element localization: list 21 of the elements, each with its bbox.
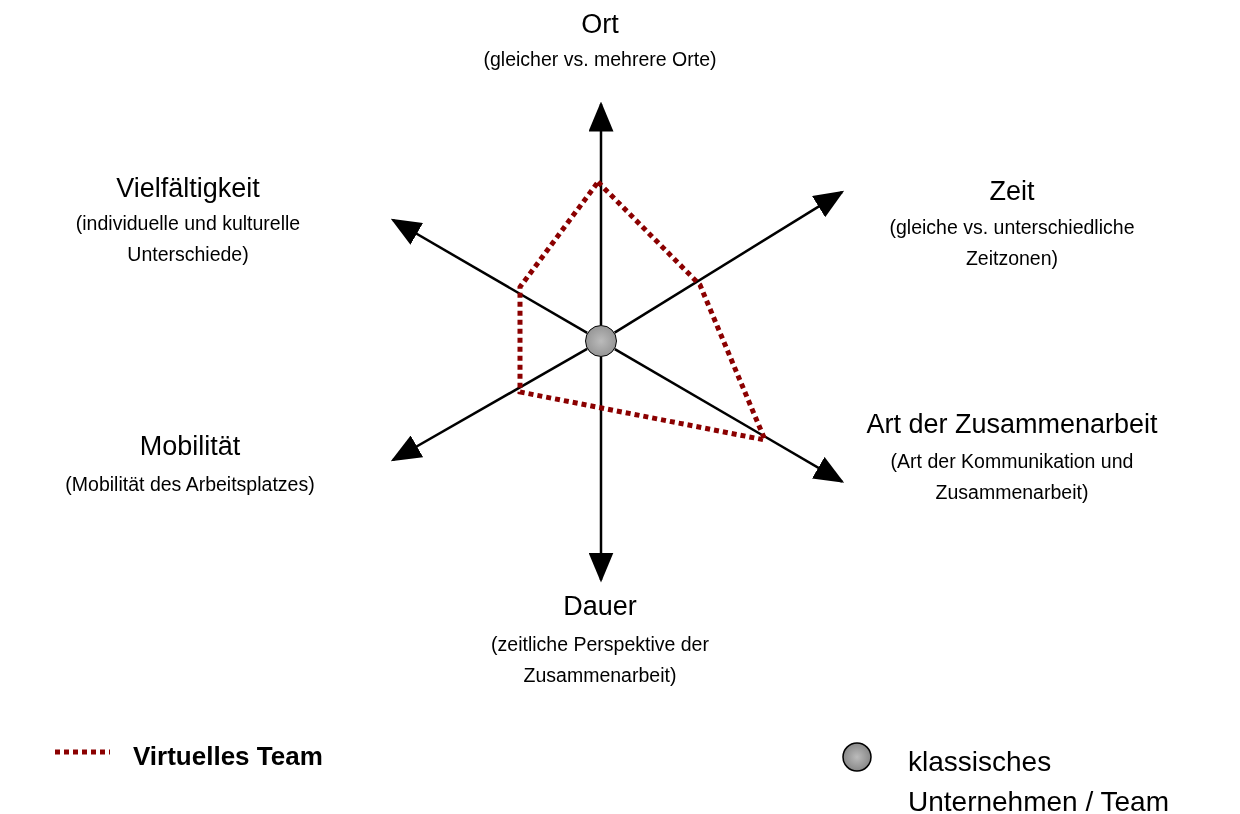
axis-title: Art der Zusammenarbeit [865, 408, 1159, 440]
axis-title: Ort [580, 8, 620, 40]
legend-label: klassisches Unternehmen / Team [908, 745, 1170, 814]
axis-description: (gleiche vs. unterschiedliche Zeitzonen) [888, 215, 1136, 271]
axis-description: (zeitliche Perspektive der Zusammenarbeit) [490, 632, 710, 688]
axis-title: Mobilität [138, 430, 242, 462]
circle-node [585, 325, 617, 357]
axis-arrow [613, 190, 845, 334]
axis-title: Vielfältigkeit [115, 172, 261, 204]
axis-description: (gleicher vs. mehrere Orte) [482, 47, 718, 72]
axis-arrow [390, 347, 588, 462]
legend-label: Virtuelles Team [133, 740, 323, 773]
axis-arrow [588, 101, 614, 325]
axis-arrow [614, 348, 845, 483]
axis-title: Zeit [988, 175, 1036, 207]
axis-arrow [390, 218, 588, 335]
axis-description: (Art der Kommunikation und Zusammenarbeit) [889, 449, 1135, 505]
axis-description: (individuelle und kulturelle Unterschiede) [74, 211, 302, 267]
axis-description: (Mobilität des Arbeitsplatzes) [64, 472, 316, 497]
axis-arrow [588, 357, 614, 583]
axis-title: Dauer [562, 590, 638, 622]
